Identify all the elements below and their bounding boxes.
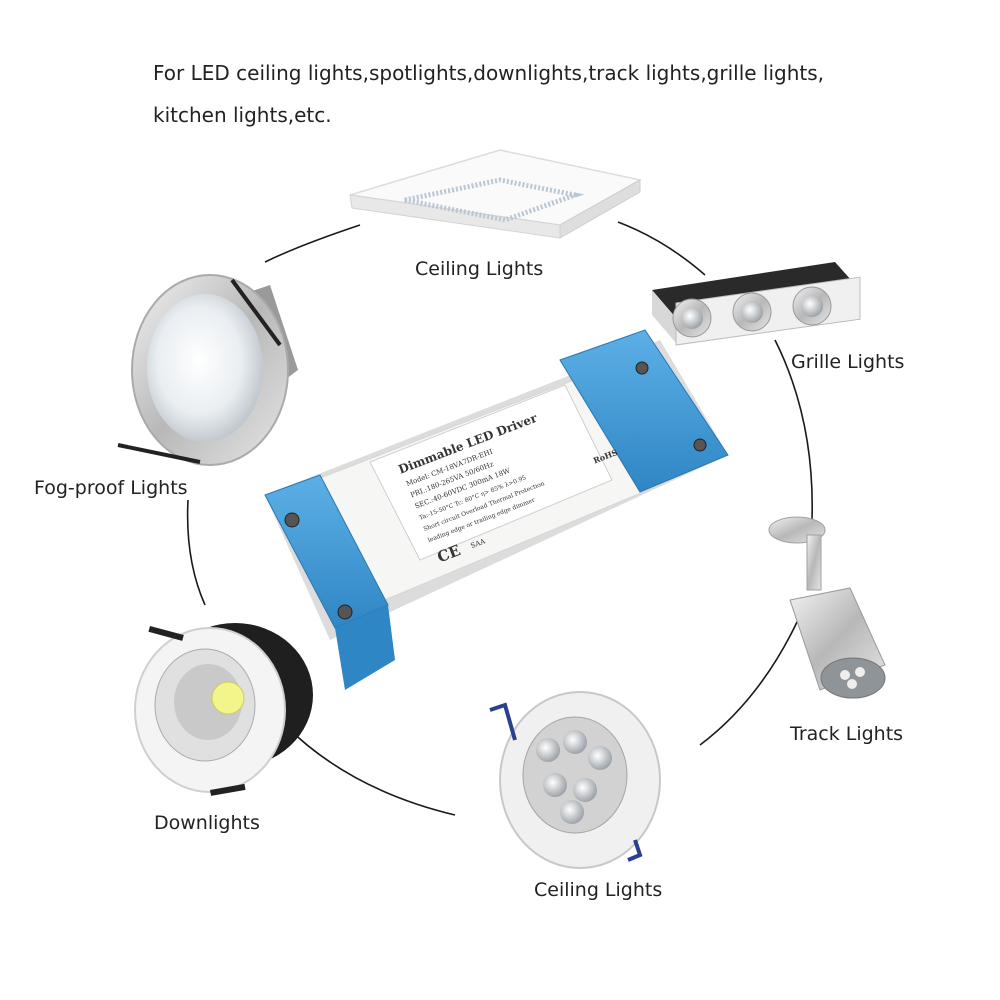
label-ceiling-lights-bottom: Ceiling Lights xyxy=(534,879,663,901)
ceiling-light-panel-image xyxy=(349,149,643,239)
fog-proof-light-image xyxy=(117,274,298,466)
label-ceiling-lights-top: Ceiling Lights xyxy=(415,258,544,280)
label-downlights: Downlights xyxy=(154,812,260,834)
headline-line-1: For LED ceiling lights,spotlights,downli… xyxy=(153,61,825,85)
downlight-image xyxy=(134,623,313,796)
label-fog-proof-lights: Fog-proof Lights xyxy=(34,477,188,499)
grille-light-image xyxy=(652,262,861,346)
led-driver-image: Dimmable LED Driver Model: CM-18VA7DR-EH… xyxy=(264,329,729,690)
label-grille-lights: Grille Lights xyxy=(791,351,905,373)
track-light-image xyxy=(768,516,886,699)
label-track-lights: Track Lights xyxy=(790,723,904,745)
headline: For LED ceiling lights,spotlights,downli… xyxy=(153,52,913,136)
headline-line-2: kitchen lights,etc. xyxy=(153,103,332,127)
ceiling-light-adjustable-image xyxy=(489,691,661,869)
